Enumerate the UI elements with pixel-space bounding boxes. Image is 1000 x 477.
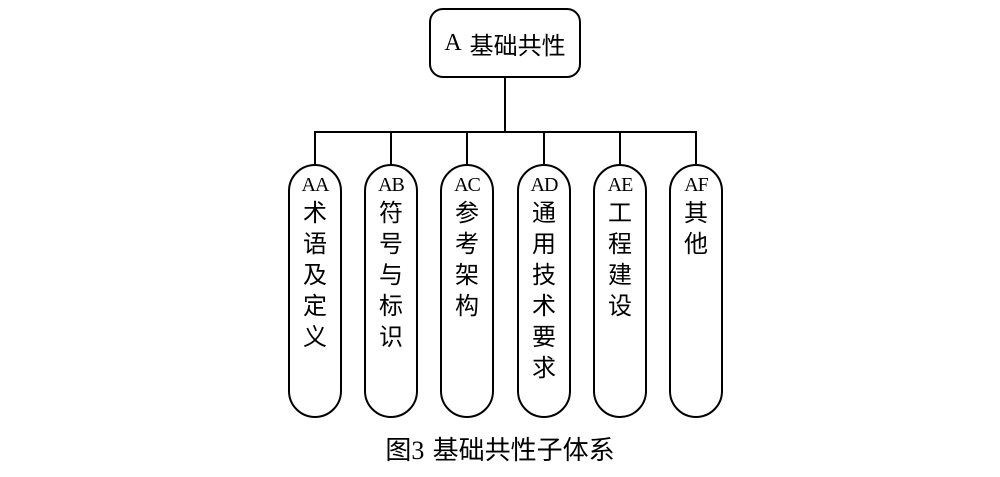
child-node-label: 符号与标识 [379, 199, 403, 351]
root-node: A 基础共性 [429, 8, 581, 78]
child-node-aa: AA 术语及定义 [288, 164, 342, 418]
child-node-label: 其他 [684, 199, 708, 258]
child-node-ac: AC 参考架构 [440, 164, 494, 418]
child-node-label: 通用技术要求 [532, 199, 556, 382]
child-node-ae: AE 工程建设 [593, 164, 647, 418]
child-node-code: AB [378, 174, 405, 196]
figure-caption: 图3 基础共性子体系 [0, 430, 1000, 467]
figure-title: 基础共性子体系 [432, 436, 615, 466]
child-node-code: AD [530, 174, 559, 196]
child-node-af: AF 其他 [669, 164, 723, 418]
child-node-label: 工程建设 [608, 199, 632, 320]
child-node-ab: AB 符号与标识 [364, 164, 418, 418]
child-node-code: AF [684, 174, 709, 196]
child-node-code: AA [301, 174, 330, 196]
figure-number: 图3 [385, 436, 425, 465]
child-node-label: 术语及定义 [303, 199, 327, 351]
child-node-code: AC [454, 174, 481, 196]
child-node-ad: AD 通用技术要求 [517, 164, 571, 418]
child-node-code: AE [607, 174, 634, 196]
root-node-code: A [444, 29, 462, 56]
root-node-label: 基础共性 [469, 31, 566, 60]
child-node-label: 参考架构 [455, 199, 479, 320]
